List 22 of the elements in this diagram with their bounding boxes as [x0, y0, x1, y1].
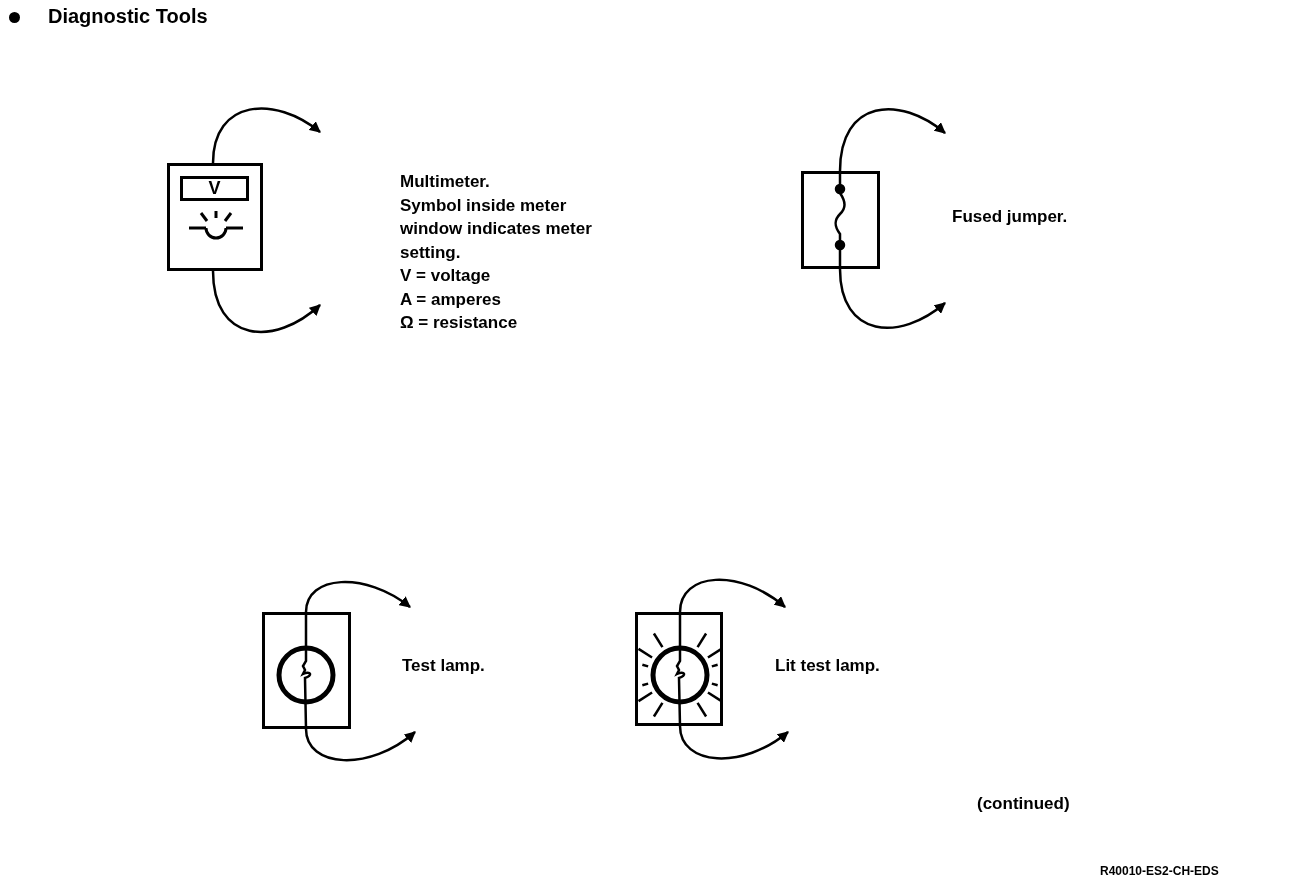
- description-text: Symbol inside meter window indicates meter setting.: [400, 194, 593, 264]
- title: Diagnostic Tools: [48, 5, 208, 28]
- description-text: Multimeter.: [400, 171, 491, 193]
- tool-caption: Lit test lamp.: [775, 656, 880, 676]
- multimeter-box: [167, 163, 263, 271]
- description-text: A = amperes: [400, 288, 502, 311]
- test-lead-arrow: [304, 728, 416, 762]
- test-lead-arrow: [211, 270, 321, 334]
- test-lead-arrow: [304, 580, 411, 613]
- description-text: Ω = resistance: [400, 312, 519, 334]
- figure-code: R40010-ES2-CH-EDS: [1100, 864, 1219, 878]
- test-lead-arrow: [678, 725, 789, 760]
- test-lead-arrow: [838, 108, 946, 172]
- tool-caption: Fused jumper.: [952, 207, 1068, 227]
- fused-jumper-box: [801, 171, 880, 269]
- test-lead-arrow: [211, 107, 321, 164]
- test-lead-arrow: [678, 578, 786, 613]
- continued-note: (continued): [977, 794, 1070, 814]
- meter-display-window: V: [180, 176, 249, 201]
- test-lead-arrow: [838, 268, 946, 329]
- description-text: V = voltage: [400, 265, 492, 287]
- tool-caption: Test lamp.: [402, 656, 485, 676]
